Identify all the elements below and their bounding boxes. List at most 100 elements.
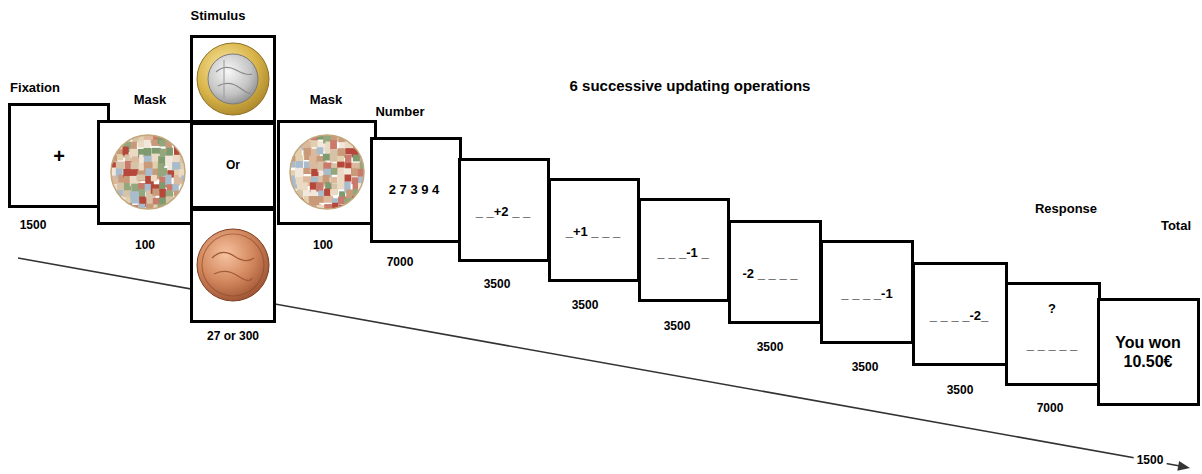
label-holder: 7000 [1034, 401, 1067, 415]
mosaic-tile [358, 191, 366, 200]
mosaic-tile [181, 142, 187, 150]
mosaic-tile [172, 184, 178, 192]
mosaic-tile [167, 148, 173, 156]
mosaic-tile [181, 163, 192, 170]
mosaic-tile [144, 148, 152, 157]
mosaic-tile [181, 148, 188, 155]
update-operation: _ _ _-1 _ [657, 245, 708, 261]
duration-label: 7000 [1034, 401, 1067, 415]
mosaic-tile [111, 198, 121, 209]
mosaic-tile [345, 175, 352, 182]
frame-heading: Stimulus [191, 8, 246, 24]
mosaic-tile [351, 203, 360, 211]
duration-label: 1500 [1134, 453, 1167, 467]
mosaic-tile [346, 204, 356, 214]
mosaic-tile [117, 154, 123, 160]
update-frame: _ _ _-1 _ [638, 198, 730, 302]
text-holder: Response [1035, 201, 1097, 217]
cent-coin [197, 229, 269, 301]
mask-mosaic [288, 133, 370, 216]
label-holder: 100 [132, 238, 158, 252]
duration-label: 7000 [384, 255, 417, 269]
mosaic-tile [116, 162, 125, 170]
text-holder: _ _+2 _ _ [476, 204, 531, 220]
frame-heading: Mask [134, 92, 167, 108]
mosaic-tile [302, 141, 311, 149]
text-holder: _ _ _ _-1 [841, 286, 892, 302]
coin-rim [202, 234, 264, 296]
update-operation: _ _+2 _ _ [476, 204, 531, 220]
text-holder: You won 10.50€ [1108, 333, 1188, 371]
text-holder: _ _ _ _-2_ [930, 308, 989, 324]
mosaic-tile [173, 205, 181, 214]
stimulus-frame [192, 210, 275, 322]
duration-label: 3500 [754, 340, 787, 354]
mosaic-tile [118, 134, 128, 140]
mosaic-tile [351, 168, 358, 176]
text-holder: _+1 _ _ _ [566, 224, 621, 240]
mosaic-tile [123, 147, 129, 156]
mosaic-tile [317, 147, 324, 154]
mosaic-tile [152, 154, 160, 163]
mosaic-tile [152, 148, 161, 154]
mask-rim [111, 135, 185, 209]
text-holder: Total [1161, 218, 1191, 234]
mosaic-tile [130, 191, 139, 198]
duration-label: 3500 [481, 277, 514, 291]
mosaic-tile [123, 190, 131, 197]
update-frame: _ _ _ _-1 [820, 240, 914, 344]
mask-rim [290, 135, 364, 209]
mosaic-tile [146, 196, 153, 204]
mosaic-tile [359, 203, 368, 213]
mosaic-tile [330, 177, 337, 184]
total-frame: TotalYou won 10.50€ [1097, 298, 1200, 406]
euro-coin [197, 43, 269, 115]
update-frame: -2 _ _ _ _ [728, 220, 822, 324]
mosaic-tile [110, 141, 118, 149]
mosaic-tile [296, 205, 305, 213]
label-holder: 3500 [849, 360, 882, 374]
label-holder: 3500 [754, 340, 787, 354]
mask-coin [109, 133, 192, 216]
total-message: You won 10.50€ [1108, 333, 1188, 371]
mosaic-tile [359, 140, 367, 151]
response-frame: Response?_ _ _ _ _ [1005, 282, 1101, 386]
number-frame: Number2 7 3 9 4 [370, 137, 462, 243]
mosaic-tile [330, 140, 337, 149]
fixation-cross: + [53, 144, 65, 168]
or-frame: Or [190, 122, 276, 209]
mosaic-tile [290, 133, 298, 140]
update-operation: _+1 _ _ _ [566, 224, 621, 240]
text-holder: Mask [134, 92, 167, 108]
text-holder: + [53, 144, 65, 168]
coin-relief [218, 83, 250, 93]
text-holder: Stimulus [191, 8, 246, 24]
mosaic-tile [110, 203, 119, 209]
mosaic-tile [344, 168, 352, 175]
duration-label: 27 or 300 [204, 329, 262, 343]
mosaic-tile [109, 134, 117, 140]
mosaic-tile [159, 189, 166, 198]
update-operation: _ _ _ _-2_ [930, 308, 989, 324]
mosaic-tile [181, 191, 188, 200]
text-holder: _ _ _ _ _ [1027, 337, 1078, 353]
update-frame: _+1 _ _ _ [548, 178, 640, 282]
mosaic-tile [359, 135, 369, 145]
mosaic-tile [323, 196, 333, 203]
label-holder: 100 [310, 238, 336, 252]
mosaic-tile [179, 198, 188, 208]
label-holder: 3500 [661, 319, 694, 333]
duration-label: 100 [310, 238, 336, 252]
label-holder: 3500 [944, 383, 977, 397]
label-holder: 3500 [569, 298, 602, 312]
mosaic-tile [345, 155, 351, 164]
duration-label: 3500 [944, 383, 977, 397]
text-holder: 2 7 3 9 4 [389, 182, 440, 198]
label-holder: 27 or 300 [204, 329, 262, 343]
mask-mosaic [109, 133, 192, 216]
mosaic-tile [351, 135, 359, 142]
mosaic-tile [181, 175, 190, 181]
fixation-frame: Fixation+ [8, 103, 110, 208]
